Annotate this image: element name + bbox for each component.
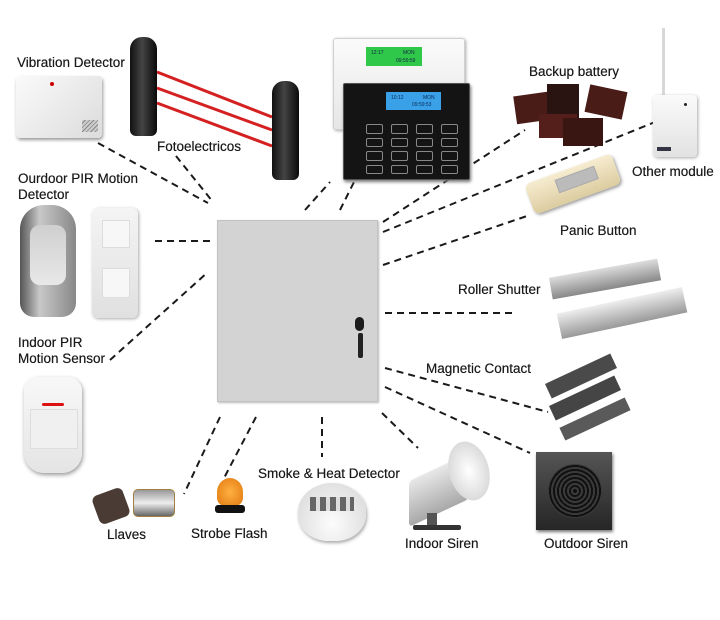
- outdoor-siren[interactable]: [536, 452, 612, 530]
- antenna-icon: [662, 28, 665, 98]
- connector-keypad: [304, 181, 331, 211]
- connector-keys: [183, 416, 221, 495]
- label-fotoelectricos: Fotoelectricos: [157, 139, 242, 154]
- led-icon: [50, 82, 54, 86]
- connector-magnetic: [384, 367, 549, 413]
- strobe-flash[interactable]: [215, 478, 245, 516]
- magnetic-contact[interactable]: [544, 350, 635, 441]
- keypad-black[interactable]: 10:12 MON 09:59:53: [343, 83, 470, 180]
- keypad-white-screen: 12:17 MON 09:59:59: [366, 47, 422, 66]
- connector-indoor-siren: [381, 412, 419, 449]
- label-outdoor-siren: Outdoor Siren: [544, 536, 629, 551]
- keys-icon[interactable]: [90, 486, 177, 529]
- label-llaves: Llaves: [107, 527, 147, 542]
- label-panic-button: Panic Button: [560, 223, 637, 238]
- smoke-heat-detector[interactable]: [298, 483, 366, 541]
- label-indoor-siren: Indoor Siren: [405, 536, 479, 551]
- label-outdoor-pir-line2: Detector: [18, 187, 70, 202]
- beam-1: [156, 70, 273, 119]
- outdoor-pir-detector-white[interactable]: [92, 208, 138, 318]
- label-vibration-detector: Vibration Detector: [17, 55, 125, 70]
- cabinet-key-icon: [358, 333, 363, 358]
- label-smoke-heat-detector: Smoke & Heat Detector: [258, 466, 400, 481]
- roller-shutter-contact[interactable]: [540, 252, 690, 342]
- keypad-black-screen: 10:12 MON 09:59:53: [386, 92, 441, 110]
- photo-beam-receiver[interactable]: [272, 81, 299, 180]
- indoor-pir-sensor[interactable]: [24, 377, 82, 473]
- label-other-module: Other module: [632, 164, 714, 179]
- label-backup-battery: Backup battery: [529, 64, 620, 79]
- label-outdoor-pir-line1: Ourdoor PIR Motion: [18, 171, 139, 186]
- connector-panic: [382, 214, 531, 266]
- control-panel-cabinet[interactable]: [217, 220, 378, 402]
- other-module[interactable]: [653, 95, 697, 157]
- label-magnetic-contact: Magnetic Contact: [426, 361, 532, 376]
- indoor-siren[interactable]: [405, 436, 497, 533]
- connector-vibration: [97, 142, 209, 204]
- vent-icon: [82, 120, 98, 132]
- cabinet-lock-icon: [355, 317, 364, 331]
- label-indoor-pir-line2: Motion Sensor: [18, 351, 106, 366]
- outdoor-pir-detector-grey[interactable]: [20, 205, 76, 317]
- beam-3: [156, 101, 273, 148]
- connector-photo: [175, 155, 214, 203]
- keypad-buttons[interactable]: [366, 124, 458, 174]
- vibration-detector[interactable]: [16, 76, 102, 138]
- connector-outdoor-siren: [384, 386, 531, 454]
- label-strobe-flash: Strobe Flash: [191, 526, 268, 541]
- photo-beam-transmitter[interactable]: [130, 37, 157, 136]
- label-indoor-pir-line1: Indoor PIR: [18, 335, 83, 350]
- connector-keypad-2: [339, 179, 356, 211]
- label-roller-shutter: Roller Shutter: [458, 282, 541, 297]
- connector-module: [382, 121, 656, 233]
- backup-battery-cluster[interactable]: [513, 84, 630, 146]
- connector-indoor-pir: [109, 271, 209, 361]
- indicator-icon: [42, 403, 64, 406]
- beam-2: [156, 86, 273, 132]
- connector-strobe: [222, 416, 257, 481]
